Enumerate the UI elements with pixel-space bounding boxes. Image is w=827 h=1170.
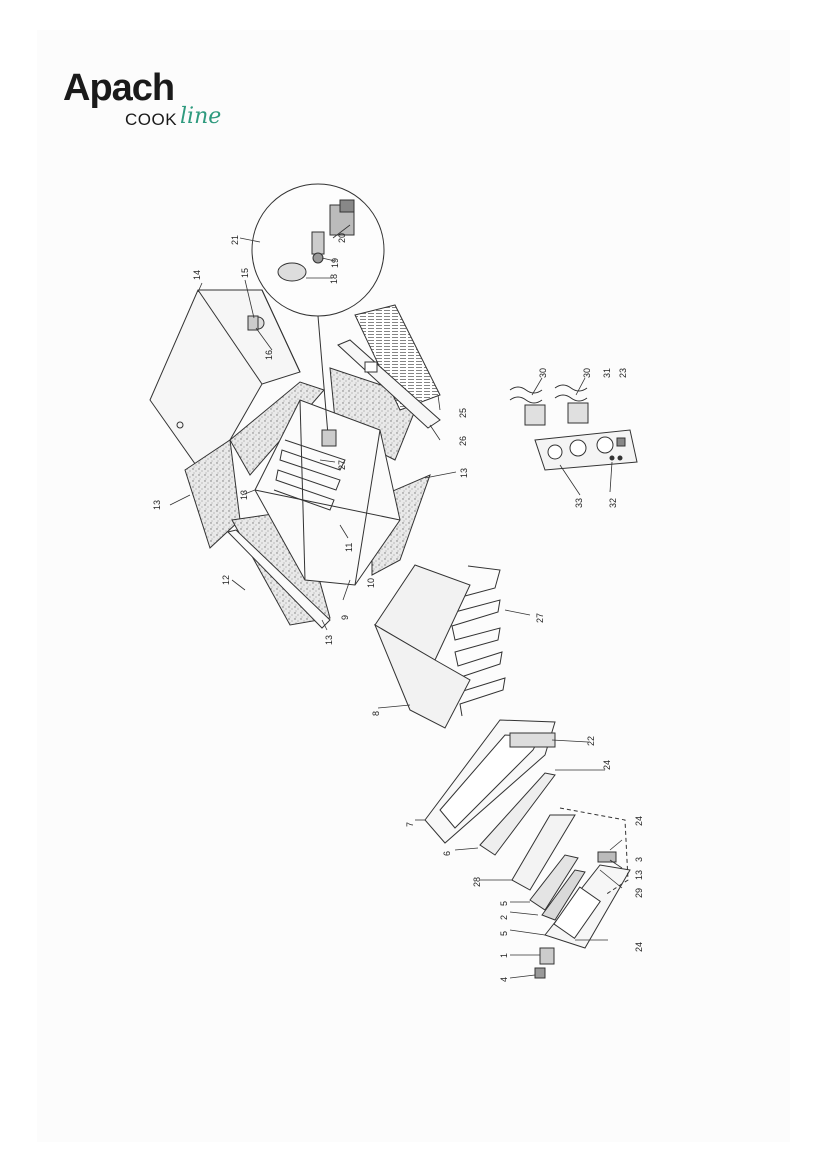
- label-3: 3: [634, 857, 644, 862]
- label-14: 14: [192, 270, 202, 280]
- hinge-part: [539, 947, 555, 965]
- label-17: 13: [634, 870, 644, 880]
- brand-name: Apach: [63, 67, 175, 109]
- heating-element-inner: [273, 439, 346, 511]
- door-inner-frame: [511, 814, 576, 891]
- label-21: 21: [230, 235, 240, 245]
- label-20: 20: [337, 233, 347, 243]
- detail-callout-leader: [317, 315, 329, 436]
- latch-part: [597, 851, 617, 863]
- label-7: 7: [405, 822, 415, 827]
- fan-motor-block: [321, 429, 337, 447]
- oven-cavity-part: [254, 399, 401, 586]
- label-25: 25: [458, 408, 468, 418]
- label-29: 29: [634, 888, 644, 898]
- label-12: 12: [221, 575, 231, 585]
- label-22: 22: [586, 736, 596, 746]
- back-plate-window: [364, 361, 378, 373]
- label-19: 19: [330, 258, 340, 268]
- thermostat-upper: [509, 386, 546, 426]
- brand-logo: Apach COOK line: [63, 68, 233, 133]
- label-2: 2: [499, 915, 509, 920]
- detail-part-18: [277, 262, 307, 282]
- label-6: 6: [442, 851, 452, 856]
- label-13-b: 13: [239, 490, 249, 500]
- leader-lines: [169, 224, 623, 979]
- label-24-b: 24: [634, 816, 644, 826]
- top-lid-part: [149, 289, 301, 469]
- label-32: 32: [608, 498, 618, 508]
- label-31: 31: [602, 368, 612, 378]
- label-11: 11: [344, 543, 354, 552]
- label-18: 18: [329, 274, 339, 284]
- thermostat-lower: [554, 384, 589, 424]
- label-16: 16: [264, 350, 274, 360]
- label-5-a: 5: [499, 901, 509, 906]
- label-13-d: 13: [459, 468, 469, 478]
- label-9: 9: [340, 615, 350, 620]
- shelf-lower-part: [373, 623, 471, 729]
- label-13-a: 13: [152, 500, 162, 510]
- label-8: 8: [371, 711, 381, 716]
- label-30-b: 30: [582, 368, 592, 378]
- brand-sub-cook: COOK: [125, 110, 178, 129]
- detail-part-19: [311, 231, 325, 264]
- door-window: [553, 886, 601, 939]
- door-glass-part: [529, 854, 579, 911]
- handle-part: [534, 967, 546, 979]
- door-gasket-frame: [479, 772, 556, 856]
- label-26: 26: [458, 436, 468, 446]
- label-15: 15: [240, 268, 250, 278]
- control-strip-part: [509, 732, 556, 748]
- label-28: 28: [472, 877, 482, 887]
- label-5-b: 5: [499, 931, 509, 936]
- label-27-a: 27: [337, 460, 347, 470]
- detail-part-20: [329, 199, 355, 236]
- brand-sub-line: line: [180, 104, 222, 129]
- control-panel-part: [534, 429, 638, 471]
- lid-fittings-part: [176, 315, 265, 429]
- label-30-a: 30: [538, 368, 548, 378]
- label-13-c: 13: [324, 635, 334, 645]
- label-4: 4: [499, 977, 509, 982]
- label-24-c: 24: [634, 942, 644, 952]
- back-plate-part: [337, 339, 441, 429]
- label-23: 23: [618, 368, 628, 378]
- label-10: 10: [366, 578, 376, 588]
- label-24-a: 24: [602, 760, 612, 770]
- side-plate-part: [227, 529, 331, 629]
- label-1: 1: [499, 953, 509, 958]
- door-seal-part: [541, 869, 586, 921]
- label-33: 33: [574, 498, 584, 508]
- label-27-b: 27: [535, 613, 545, 623]
